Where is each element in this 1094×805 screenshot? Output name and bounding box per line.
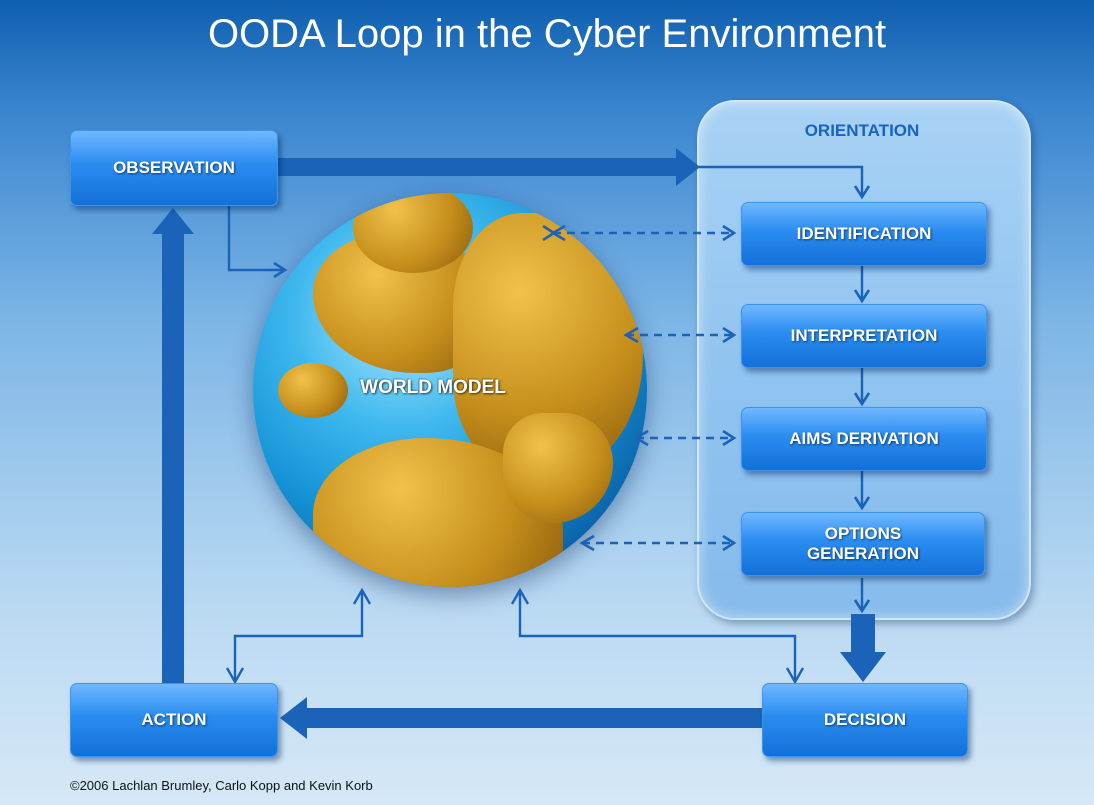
dashed-arrow-left-heads — [550, 224, 649, 552]
thick-arrow-observation-to-orientation — [278, 148, 700, 186]
world-model-label: WORLD MODEL — [360, 377, 506, 398]
aims-derivation-box: AIMS DERIVATION — [741, 407, 987, 471]
identification-box: IDENTIFICATION — [741, 202, 987, 266]
options-generation-box: OPTIONS GENERATION — [741, 512, 985, 576]
page-title: OODA Loop in the Cyber Environment — [207, 12, 887, 56]
thick-arrow-decision-to-action — [280, 697, 763, 739]
arrow-observation-to-world-model — [227, 205, 284, 270]
copyright-text: ©2006 Lachlan Brumley, Carlo Kopp and Ke… — [70, 778, 373, 793]
thick-arrow-orientation-to-decision — [840, 614, 886, 682]
action-box: ACTION — [70, 683, 278, 757]
landmass-scandinavia — [353, 193, 473, 273]
interpretation-box: INTERPRETATION — [741, 304, 987, 368]
orientation-title: ORIENTATION — [804, 121, 920, 140]
decision-box: DECISION — [762, 683, 968, 757]
world-globe — [253, 193, 647, 587]
observation-box: OBSERVATION — [70, 130, 278, 206]
arrow-decision-world-model — [510, 587, 805, 685]
landmass-iberia — [278, 363, 348, 418]
dashed-world-model-links — [553, 233, 733, 543]
arrow-action-world-model — [225, 587, 372, 685]
landmass-arabia — [503, 413, 613, 523]
thick-arrow-action-to-observation — [152, 208, 194, 684]
orientation-chain-arrows — [688, 165, 862, 610]
